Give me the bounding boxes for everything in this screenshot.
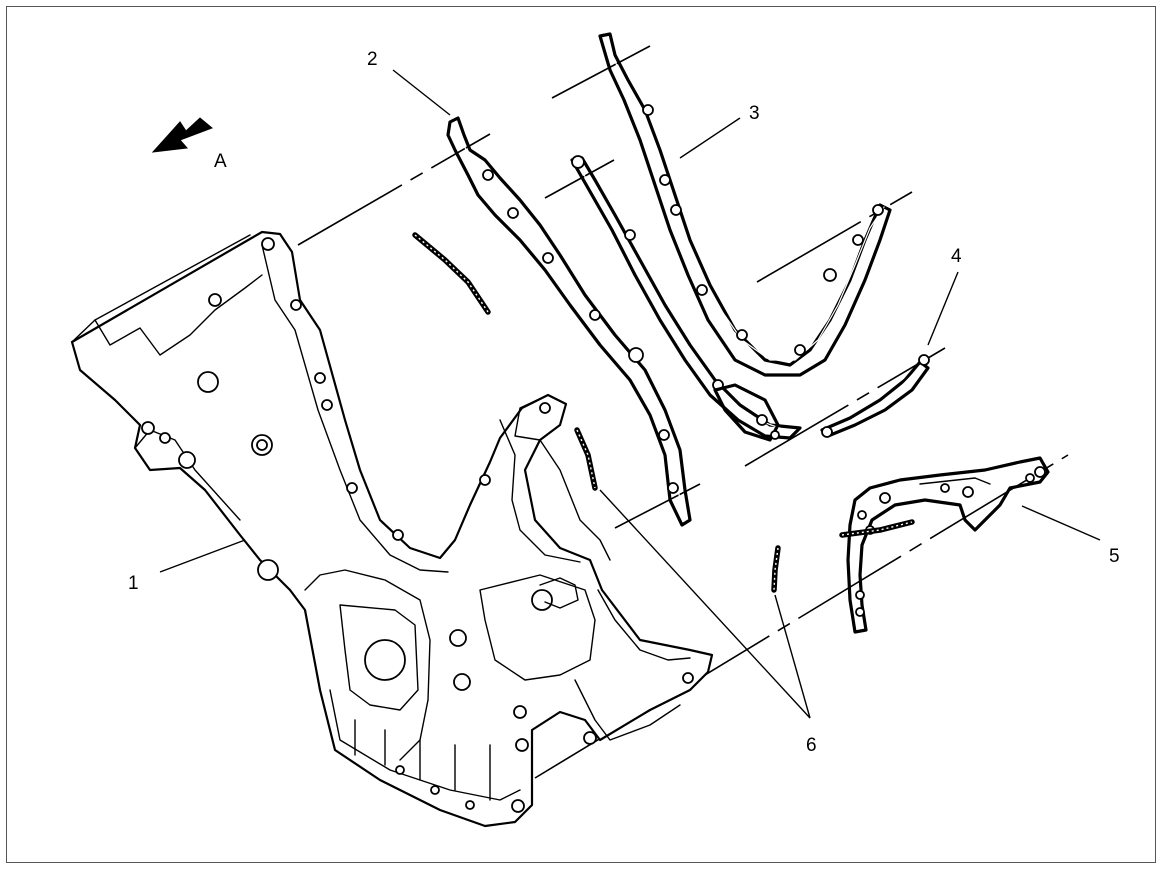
gasket-part-4 (820, 354, 930, 438)
callout-1: 1 (128, 573, 139, 594)
gasket-part-3 (570, 32, 892, 442)
callout-5: 5 (1109, 546, 1120, 567)
callout-2: 2 (367, 49, 378, 70)
gasket-part-5 (846, 456, 1050, 634)
direction-label: A (214, 151, 227, 172)
gasket-part-2 (446, 116, 692, 527)
callout-3: 3 (749, 103, 760, 124)
callout-leader-lines (159, 69, 1101, 719)
callout-6: 6 (806, 735, 817, 756)
seal-strips-part-6 (412, 232, 915, 593)
diagram-frame (6, 6, 1156, 863)
direction-arrow-icon (151, 117, 213, 153)
timing-cover-part-1 (70, 230, 714, 828)
callout-4: 4 (951, 246, 962, 267)
